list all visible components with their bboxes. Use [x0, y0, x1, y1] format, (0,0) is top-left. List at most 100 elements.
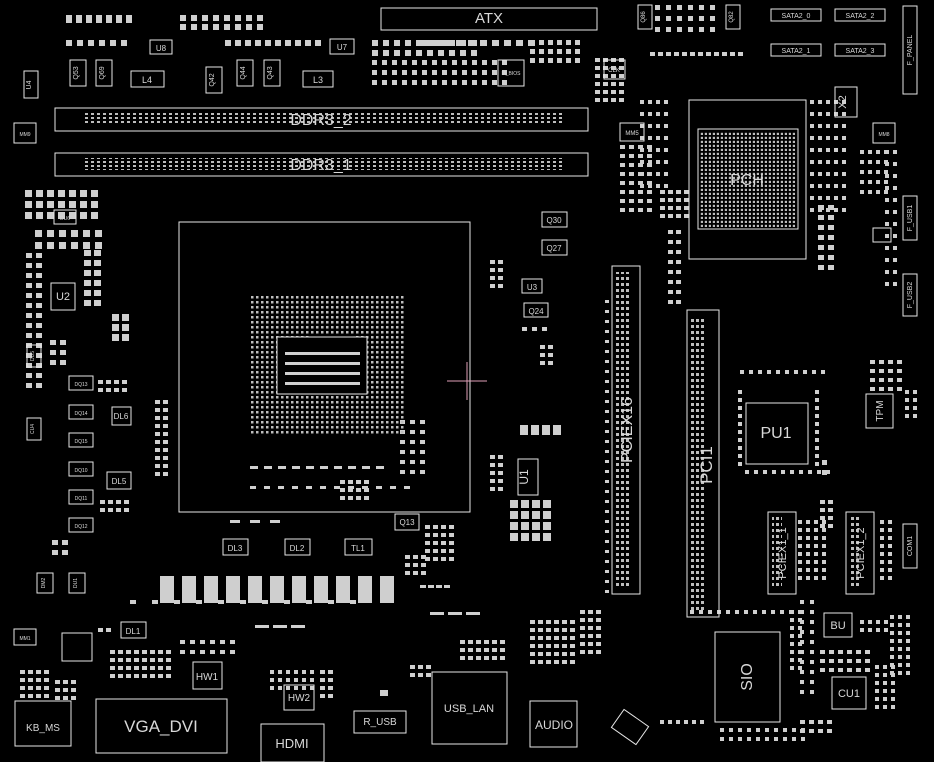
sata2-2-connector[interactable] [834, 8, 886, 22]
usb-lan-connector[interactable] [431, 671, 508, 745]
pad [810, 600, 814, 604]
sio-chip[interactable] [714, 631, 781, 723]
pch-chip[interactable] [688, 99, 807, 260]
u8-chip[interactable] [149, 39, 173, 55]
pad [98, 628, 103, 632]
pciex1-2-slot[interactable] [845, 511, 875, 595]
pciex16-slot[interactable] [611, 265, 641, 595]
pad [542, 327, 547, 331]
u3-chip[interactable] [521, 278, 543, 294]
q44-mosfet[interactable] [236, 59, 254, 87]
x2-crystal[interactable] [834, 86, 858, 118]
pad [800, 720, 805, 724]
pad [498, 487, 503, 491]
atx-connector[interactable] [380, 7, 598, 31]
pad [546, 660, 551, 664]
pad [676, 260, 681, 264]
pad [264, 466, 272, 469]
pad [122, 334, 129, 341]
pad [810, 670, 814, 674]
sata2-3-connector[interactable] [834, 43, 886, 57]
pad [883, 689, 887, 693]
tpm-header[interactable] [865, 393, 894, 429]
pad [554, 660, 559, 664]
pad [278, 686, 282, 690]
q42-mosfet[interactable] [205, 66, 223, 94]
dl1-led[interactable] [120, 621, 147, 639]
mm1-part[interactable] [13, 628, 37, 646]
q24-mosfet[interactable] [523, 302, 549, 318]
mm8-part[interactable] [872, 122, 896, 144]
pci1-slot[interactable] [686, 309, 720, 618]
l4-inductor[interactable] [130, 70, 165, 88]
pad [575, 58, 580, 63]
pad [767, 370, 771, 374]
pad [810, 172, 814, 176]
l3-inductor[interactable] [302, 70, 334, 88]
sata2-1-connector[interactable] [770, 43, 822, 57]
q53-mosfet[interactable] [69, 59, 87, 87]
u2-chip[interactable] [50, 282, 76, 311]
pu1-chip[interactable] [745, 402, 809, 465]
dl3-led[interactable] [222, 538, 249, 556]
rotated-chip[interactable] [610, 708, 650, 746]
pad [875, 697, 879, 701]
dl6-led[interactable] [111, 406, 132, 426]
u1-chip[interactable] [517, 458, 539, 496]
q27-mosfet[interactable] [541, 239, 568, 256]
pad [660, 190, 665, 194]
pad [826, 196, 830, 200]
square-part [61, 632, 93, 662]
pad [638, 172, 643, 176]
ddr3-1-slot[interactable] [54, 152, 589, 177]
pad [890, 631, 894, 635]
q82-mosfet[interactable] [725, 4, 741, 30]
pad [26, 283, 32, 288]
pad [121, 40, 127, 46]
mm5-part[interactable] [619, 122, 645, 142]
dl5-led[interactable] [106, 471, 132, 490]
pad [36, 670, 41, 674]
q13-mosfet[interactable] [394, 513, 420, 531]
q69-mosfet[interactable] [95, 59, 113, 87]
q86-mosfet[interactable] [637, 4, 653, 30]
vga-dvi-connector[interactable] [95, 698, 228, 754]
pad [620, 181, 625, 185]
u4-chip[interactable] [23, 70, 39, 99]
clk-chip[interactable] [603, 59, 626, 80]
pad [629, 181, 634, 185]
kb-ms-connector[interactable] [14, 700, 72, 747]
pad [677, 5, 682, 10]
pad [629, 163, 634, 167]
bu-chip[interactable] [823, 612, 853, 638]
mm9-part[interactable] [13, 122, 37, 144]
pad [430, 612, 444, 615]
u7-chip[interactable] [329, 38, 355, 55]
pad [557, 49, 562, 54]
hw2-chip[interactable] [283, 684, 315, 711]
m-bios-chip[interactable] [497, 59, 525, 87]
pad [25, 201, 32, 208]
f-usb1-header[interactable] [902, 195, 918, 241]
audio-connector[interactable] [529, 700, 578, 748]
r-usb-header[interactable] [353, 710, 407, 734]
q43-mosfet[interactable] [263, 59, 281, 87]
q30-mosfet[interactable] [541, 211, 568, 228]
pad [35, 230, 42, 237]
pciex1-1-slot[interactable] [767, 511, 797, 595]
com1-header[interactable] [902, 523, 918, 569]
sata2-0-connector[interactable] [770, 8, 822, 22]
hdmi-connector[interactable] [260, 723, 325, 762]
cu1-chip[interactable] [831, 676, 867, 710]
cpu-socket[interactable] [178, 221, 471, 513]
pad [262, 600, 268, 604]
pad [294, 686, 298, 690]
ddr3-2-slot[interactable] [54, 107, 589, 132]
f-panel-header[interactable] [902, 5, 918, 95]
pad [36, 363, 42, 368]
f-usb2-header[interactable] [902, 273, 918, 317]
tl1-part[interactable] [344, 538, 373, 556]
pad [163, 440, 168, 444]
dl2-led[interactable] [284, 538, 311, 556]
hw1-chip[interactable] [192, 661, 223, 690]
